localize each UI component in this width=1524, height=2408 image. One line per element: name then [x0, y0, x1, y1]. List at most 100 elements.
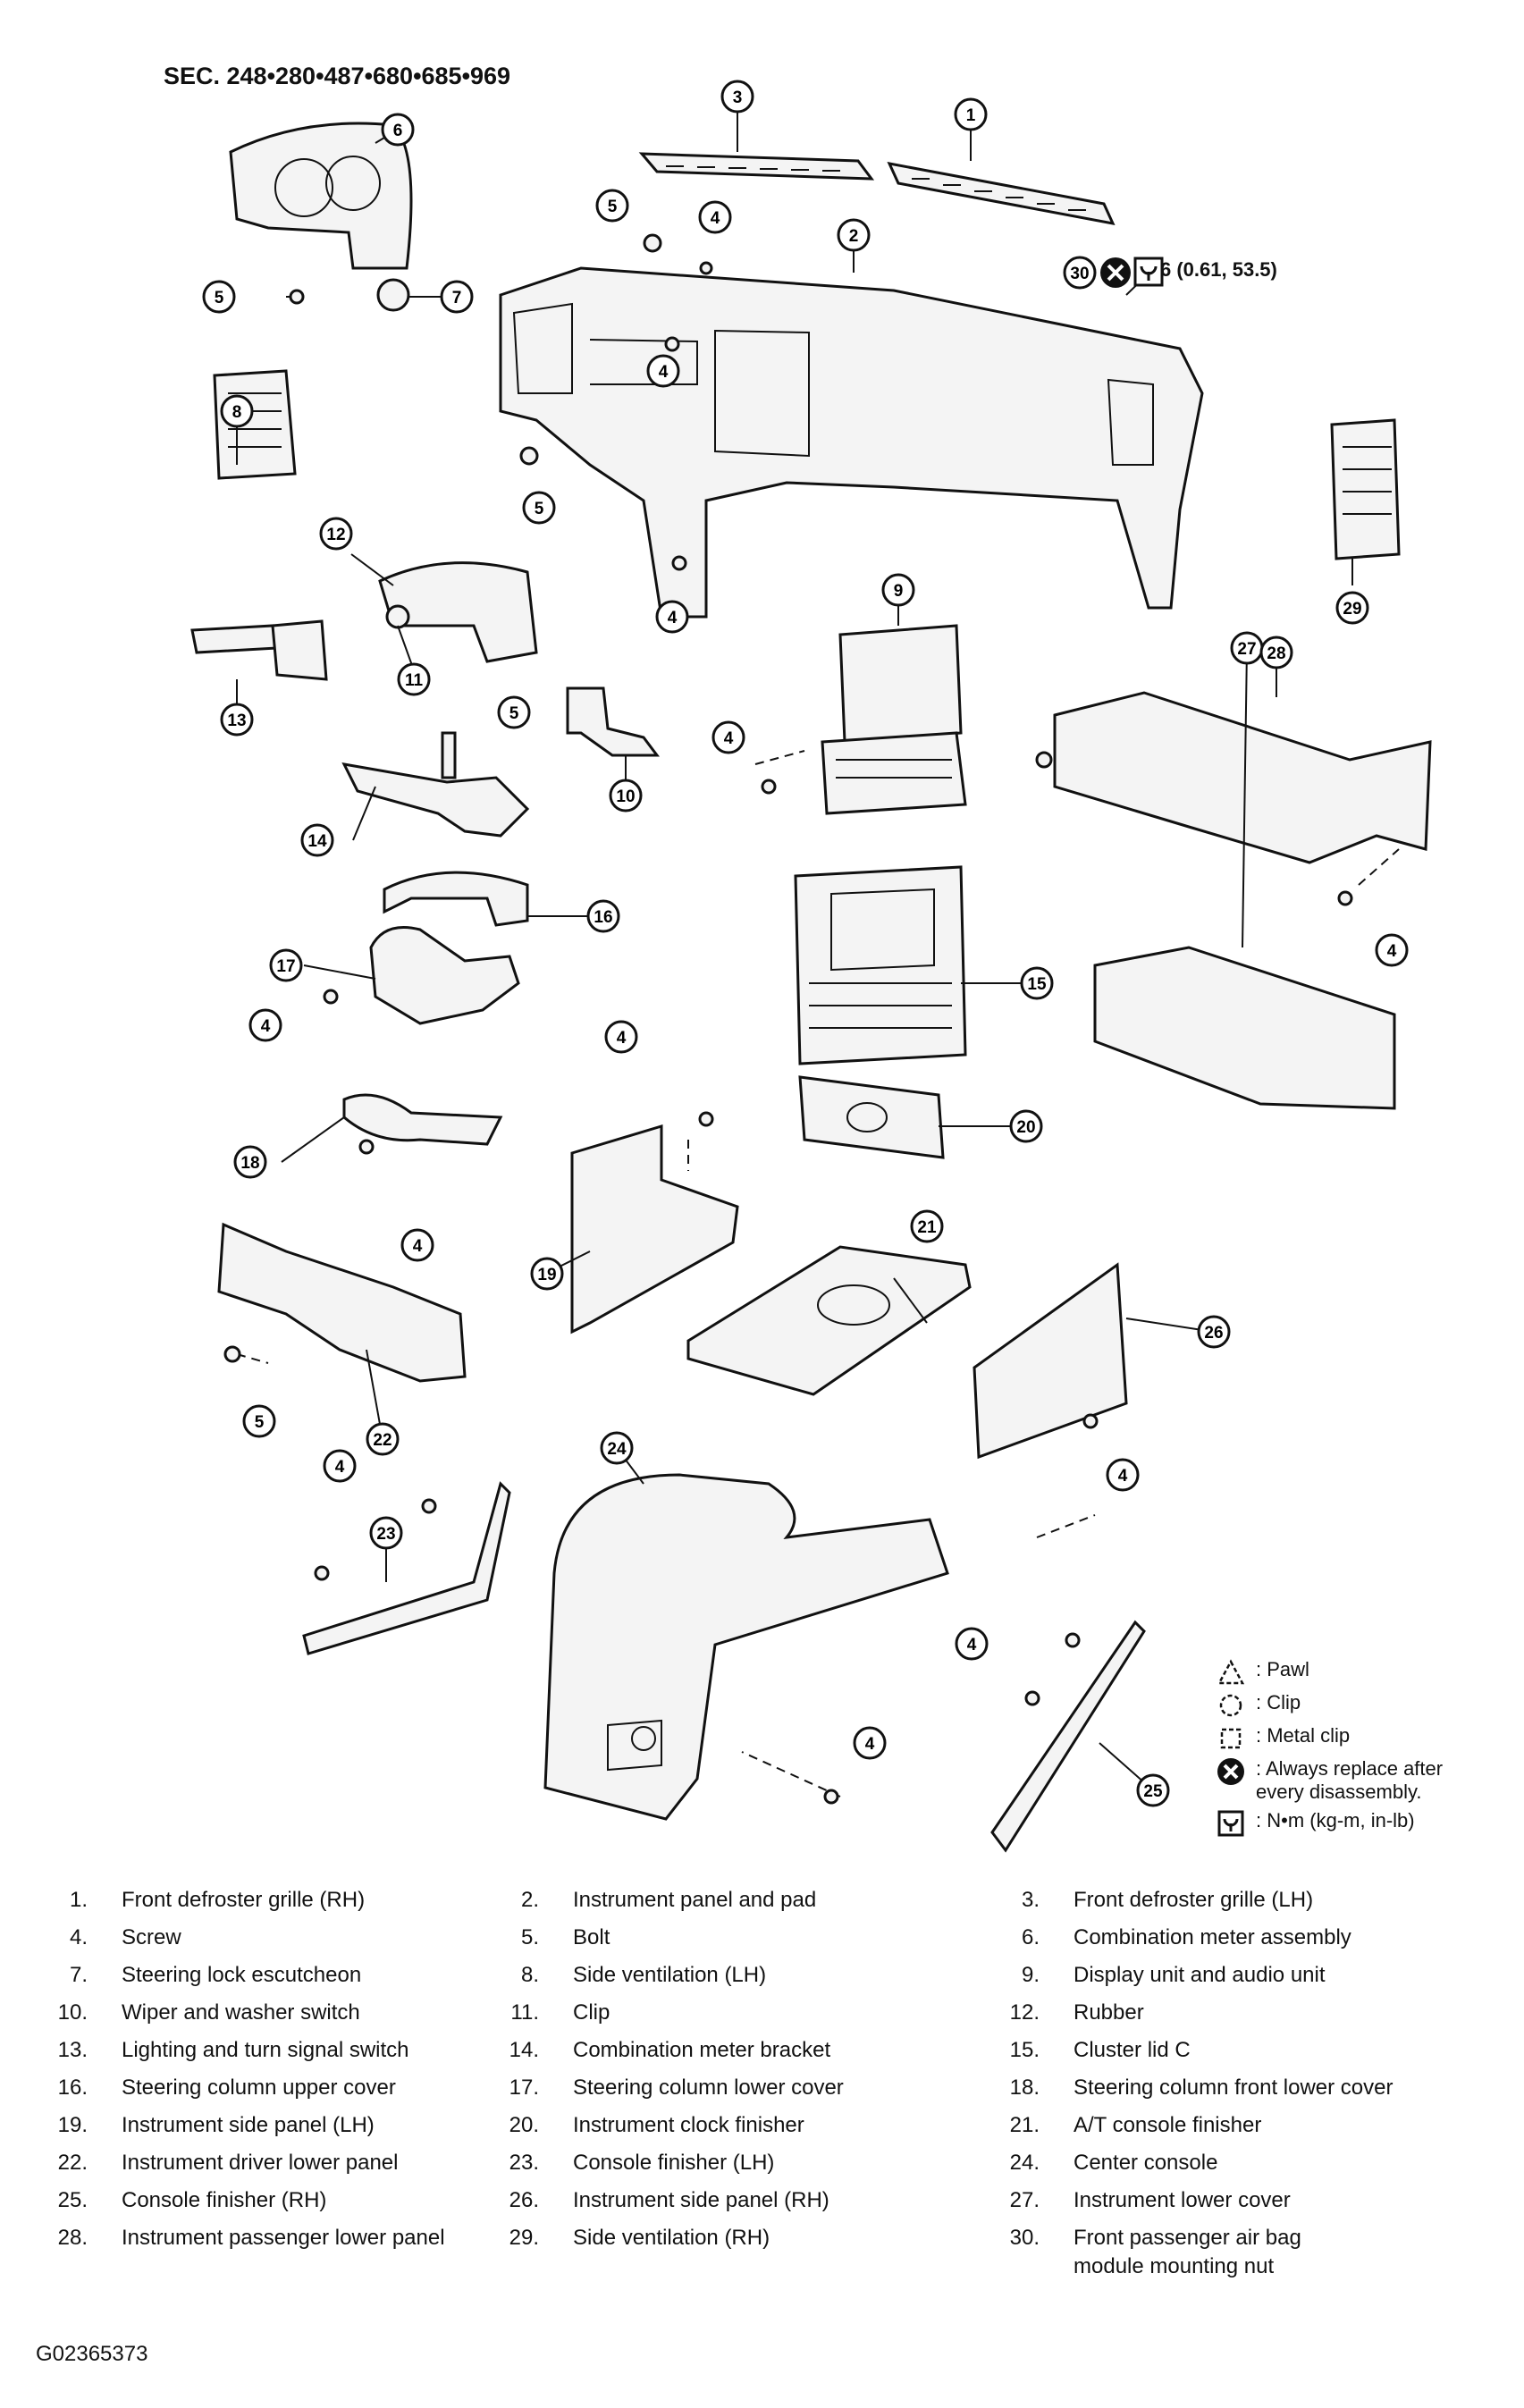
callout-30: 30	[1063, 256, 1097, 290]
svg-text:24: 24	[607, 1440, 627, 1459]
callout-7: 7	[440, 280, 474, 314]
side-panel-lh	[570, 1124, 739, 1335]
callout-4h: 4	[400, 1228, 434, 1262]
svg-text:9: 9	[894, 582, 904, 601]
figure-id: G02365373	[36, 2342, 148, 2366]
svg-text:4: 4	[967, 1636, 977, 1654]
list-item: 12.Rubber	[1009, 2000, 1144, 2025]
fasteners	[223, 233, 1353, 1805]
callout-4a: 4	[698, 200, 732, 234]
list-item: 14.Combination meter bracket	[509, 2038, 831, 2062]
svg-text:15: 15	[1027, 975, 1047, 994]
list-item: 11.Clip	[510, 2000, 610, 2025]
list-item: 20.Instrument clock finisher	[509, 2113, 804, 2137]
list-item: 1.Front defroster grille (RH)	[69, 1888, 366, 1912]
combination-meter	[229, 122, 413, 312]
display-unit	[821, 624, 967, 815]
passenger-lower-panel	[1053, 691, 1432, 864]
legend-row-clip: : Clip	[1211, 1691, 1479, 1724]
callout-4e: 4	[1375, 933, 1409, 967]
list-item: 13.Lighting and turn signal switch	[57, 2038, 409, 2062]
callout-16: 16	[586, 899, 620, 933]
svg-text:23: 23	[376, 1525, 395, 1544]
svg-text:12: 12	[326, 526, 345, 544]
callout-27: 27	[1230, 631, 1264, 665]
callout-17: 17	[269, 948, 303, 982]
callout-13: 13	[220, 703, 254, 737]
legend-text: : Always replace after every disassembly…	[1256, 1757, 1444, 1803]
list-item: 17.Steering column lower cover	[509, 2075, 844, 2100]
callout-26: 26	[1197, 1315, 1231, 1349]
rubber-part	[378, 561, 538, 663]
lighting-switch	[190, 619, 328, 681]
list-item: 30.Front passenger air bag module mounti…	[1009, 2226, 1301, 2278]
svg-text:5: 5	[215, 289, 224, 307]
list-item: 25.Console finisher (RH)	[57, 2188, 327, 2212]
svg-text:3: 3	[733, 88, 743, 107]
clip-circle-icon	[1211, 1691, 1250, 1720]
exploded-parts-diagram: 1 2 3 4 4 4 4 4 4 4 4 4 4 4 4 5 5 5 5 5 …	[190, 80, 1432, 1853]
parts-list: 1.Front defroster grille (RH) 2.Instrume…	[36, 1886, 1502, 2281]
callout-4d: 4	[711, 720, 745, 754]
list-item: 27.Instrument lower cover	[1009, 2188, 1291, 2212]
callout-12: 12	[319, 517, 353, 551]
svg-text:27: 27	[1237, 640, 1256, 659]
list-item: 5.Bolt	[520, 1925, 610, 1949]
callout-8: 8	[220, 394, 254, 428]
callout-28: 28	[1259, 636, 1293, 669]
clock-finisher	[798, 1075, 945, 1159]
callout-10: 10	[609, 779, 643, 812]
callout-2: 2	[837, 218, 871, 252]
torque-icon	[1211, 1809, 1250, 1838]
list-item: 29.Side ventilation (RH)	[509, 2226, 770, 2250]
at-console-finisher	[686, 1245, 972, 1396]
svg-text:4: 4	[335, 1458, 345, 1477]
steering-front-lower-cover	[342, 1093, 503, 1146]
svg-text:5: 5	[255, 1413, 265, 1432]
svg-text:26: 26	[1204, 1324, 1223, 1343]
list-item: 9.Display unit and audio unit	[1021, 1963, 1326, 1987]
svg-text:4: 4	[668, 609, 678, 627]
callout-5a: 5	[595, 189, 629, 223]
svg-text:5: 5	[535, 500, 544, 518]
callout-4g: 4	[604, 1020, 638, 1054]
callout-15: 15	[1020, 966, 1054, 1000]
callout-4b: 4	[646, 354, 680, 388]
defroster-grille-rh	[887, 161, 1116, 226]
svg-text:30: 30	[1070, 265, 1089, 283]
list-item: 26.Instrument side panel (RH)	[509, 2188, 829, 2212]
svg-text:21: 21	[917, 1218, 937, 1237]
console-finisher-rh	[990, 1620, 1146, 1853]
callout-5d: 5	[497, 695, 531, 729]
svg-text:11: 11	[405, 671, 424, 690]
callout-4c: 4	[655, 600, 689, 634]
legend-row-torque: : N•m (kg-m, in-lb)	[1211, 1809, 1479, 1842]
list-item: 19.Instrument side panel (LH)	[57, 2113, 375, 2137]
callout-4k: 4	[853, 1726, 887, 1760]
svg-text:13: 13	[227, 711, 246, 730]
legend-text: : Pawl	[1256, 1658, 1309, 1680]
callout-21: 21	[910, 1209, 944, 1243]
svg-text:2: 2	[849, 227, 859, 246]
side-ventilation-lh	[213, 369, 297, 480]
section-title: SEC. 248•280•487•680•685•969	[164, 63, 511, 89]
list-item: 7.Steering lock escutcheon	[69, 1963, 362, 1987]
callout-4l: 4	[955, 1627, 989, 1661]
list-item: 4.Screw	[69, 1925, 181, 1949]
list-item: 18.Steering column front lower cover	[1009, 2075, 1393, 2100]
svg-text:4: 4	[659, 363, 669, 382]
list-item: 22.Instrument driver lower panel	[57, 2151, 399, 2175]
callout-19: 19	[530, 1257, 564, 1291]
callout-4i: 4	[1106, 1458, 1140, 1492]
callout-1: 1	[954, 97, 988, 131]
callout-18: 18	[233, 1145, 267, 1179]
steering-upper-cover	[383, 871, 529, 927]
callout-25: 25	[1136, 1773, 1170, 1807]
svg-text:6: 6	[393, 122, 403, 140]
center-console	[543, 1473, 949, 1821]
wiper-switch	[566, 686, 660, 757]
defroster-grille-lh	[638, 152, 875, 181]
callout-9: 9	[881, 573, 915, 607]
svg-text:4: 4	[711, 209, 720, 228]
svg-text:1: 1	[966, 106, 976, 125]
